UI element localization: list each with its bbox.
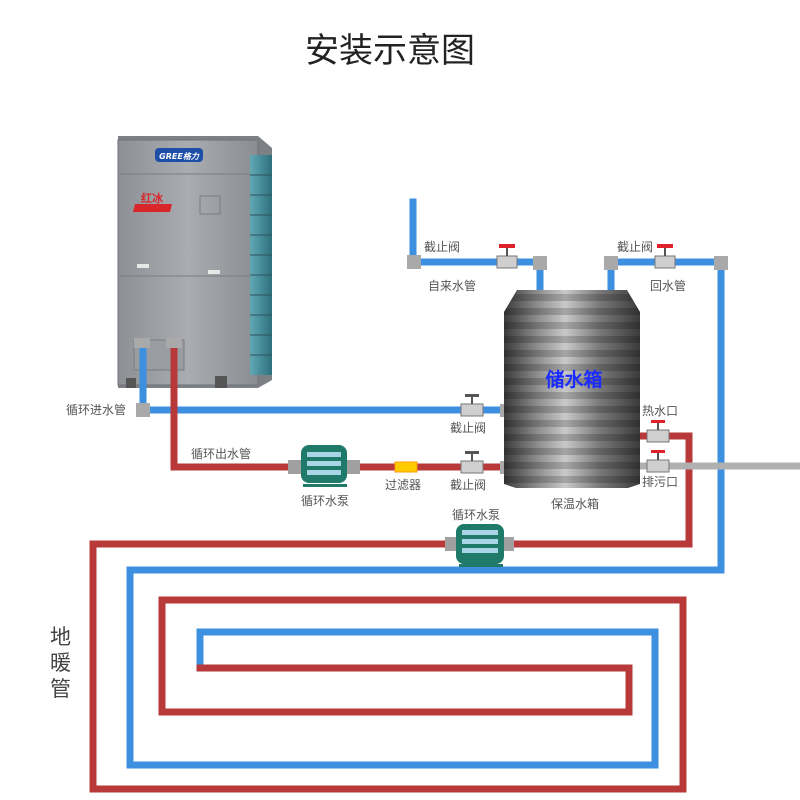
filter-label: 过滤器 xyxy=(385,478,421,492)
tank-name: 储水箱 xyxy=(545,368,602,391)
circulation-pump-1[interactable] xyxy=(288,445,360,487)
valve-return[interactable] xyxy=(654,244,676,269)
valve-hot-water[interactable] xyxy=(646,420,670,443)
valve-inlet-label: 截止阀 xyxy=(450,421,486,435)
tap-water-pipe xyxy=(409,198,544,294)
tap-water-pipe-label: 自来水管 xyxy=(428,278,476,293)
valve-inlet[interactable] xyxy=(460,394,484,417)
pump-2-label: 循环水泵 xyxy=(452,508,500,522)
drain-port-label: 排污口 xyxy=(642,475,678,489)
condenser-fins xyxy=(250,155,272,375)
floor-heating-label-2: 暖 xyxy=(50,651,71,675)
valve-outlet-label: 截止阀 xyxy=(450,478,486,492)
page-title: 安装示意图 xyxy=(305,31,475,71)
valve-drain[interactable] xyxy=(646,450,670,473)
outlet-pipe-label: 循环出水管 xyxy=(191,446,251,461)
circulation-pump-2[interactable] xyxy=(445,524,514,567)
valve-outlet[interactable] xyxy=(460,451,484,474)
series-badge xyxy=(133,204,172,212)
pump-1-label: 循环水泵 xyxy=(301,494,349,508)
inlet-pipe-label: 循环进水管 xyxy=(66,402,126,417)
tank-caption: 保温水箱 xyxy=(551,496,599,511)
filter-icon xyxy=(394,461,418,473)
valve-handle-icon xyxy=(499,244,515,248)
hot-water-pipe xyxy=(89,432,693,793)
floor-heating-label-1: 地 xyxy=(50,625,71,649)
valve-handle-icon xyxy=(651,450,665,453)
storage-tank: 储水箱 xyxy=(504,290,640,488)
brand-text: GREE格力 xyxy=(159,152,200,161)
floor-heating-label-3: 管 xyxy=(50,677,71,701)
valve-handle-icon xyxy=(651,420,665,423)
svg-text:红冰: 红冰 xyxy=(141,191,164,205)
return-pipe-label: 回水管 xyxy=(650,278,686,293)
valve-return-label: 截止阀 xyxy=(617,240,653,254)
valve-tap[interactable] xyxy=(496,244,518,269)
valve-handle-icon xyxy=(657,244,673,248)
hot-water-port-label: 热水口 xyxy=(642,404,678,418)
valve-handle-icon xyxy=(465,394,479,397)
brand-logo xyxy=(155,148,203,162)
valve-tap-label: 截止阀 xyxy=(424,240,460,254)
valve-handle-icon xyxy=(465,451,479,454)
